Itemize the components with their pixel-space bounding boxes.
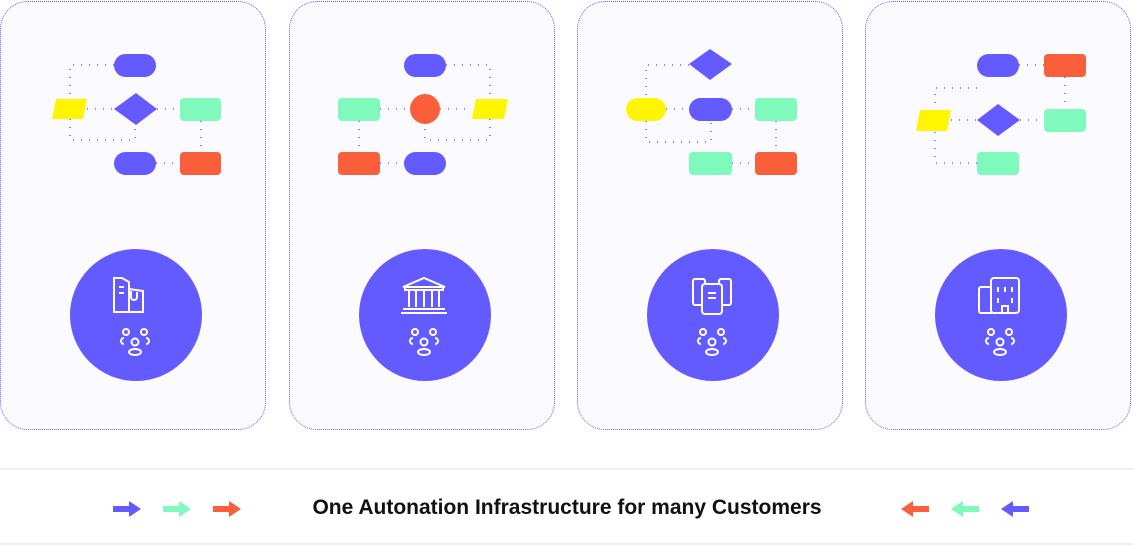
customer-card-1: [0, 1, 266, 430]
workflow-diagram: [52, 54, 221, 175]
workflow-diagram: [916, 54, 1086, 175]
customer-card-2: [289, 1, 555, 430]
page-title: One Autonation Infrastructure for many C…: [312, 496, 822, 519]
group-users-icon: [697, 328, 727, 356]
arrow-right-icon: [213, 501, 241, 517]
workflow-diagram: [338, 54, 508, 175]
arrow-left-icon: [951, 501, 979, 517]
bank-icon: [401, 276, 447, 356]
customer-card-3: [577, 1, 843, 430]
group-users-icon: [409, 328, 439, 356]
arrow-right-icon: [113, 501, 141, 517]
left-arrows: [900, 500, 1030, 518]
office-building-icon: [978, 277, 1020, 356]
customer-circle: [359, 249, 491, 381]
group-users-icon: [985, 328, 1015, 356]
customer-circle: [647, 249, 779, 381]
footer-banner: One Autonation Infrastructure for many C…: [0, 468, 1134, 545]
customer-circle: [935, 249, 1067, 381]
mobile-devices-icon: [692, 278, 732, 356]
arrow-left-icon: [901, 501, 929, 517]
right-arrows: [112, 500, 242, 518]
arrow-right-icon: [163, 501, 191, 517]
retail-store-icon: [113, 277, 150, 356]
workflow-diagram: [626, 49, 797, 175]
customer-circle: [70, 249, 202, 381]
customer-card-4: [865, 1, 1131, 430]
arrow-left-icon: [1001, 501, 1029, 517]
group-users-icon: [120, 328, 150, 356]
